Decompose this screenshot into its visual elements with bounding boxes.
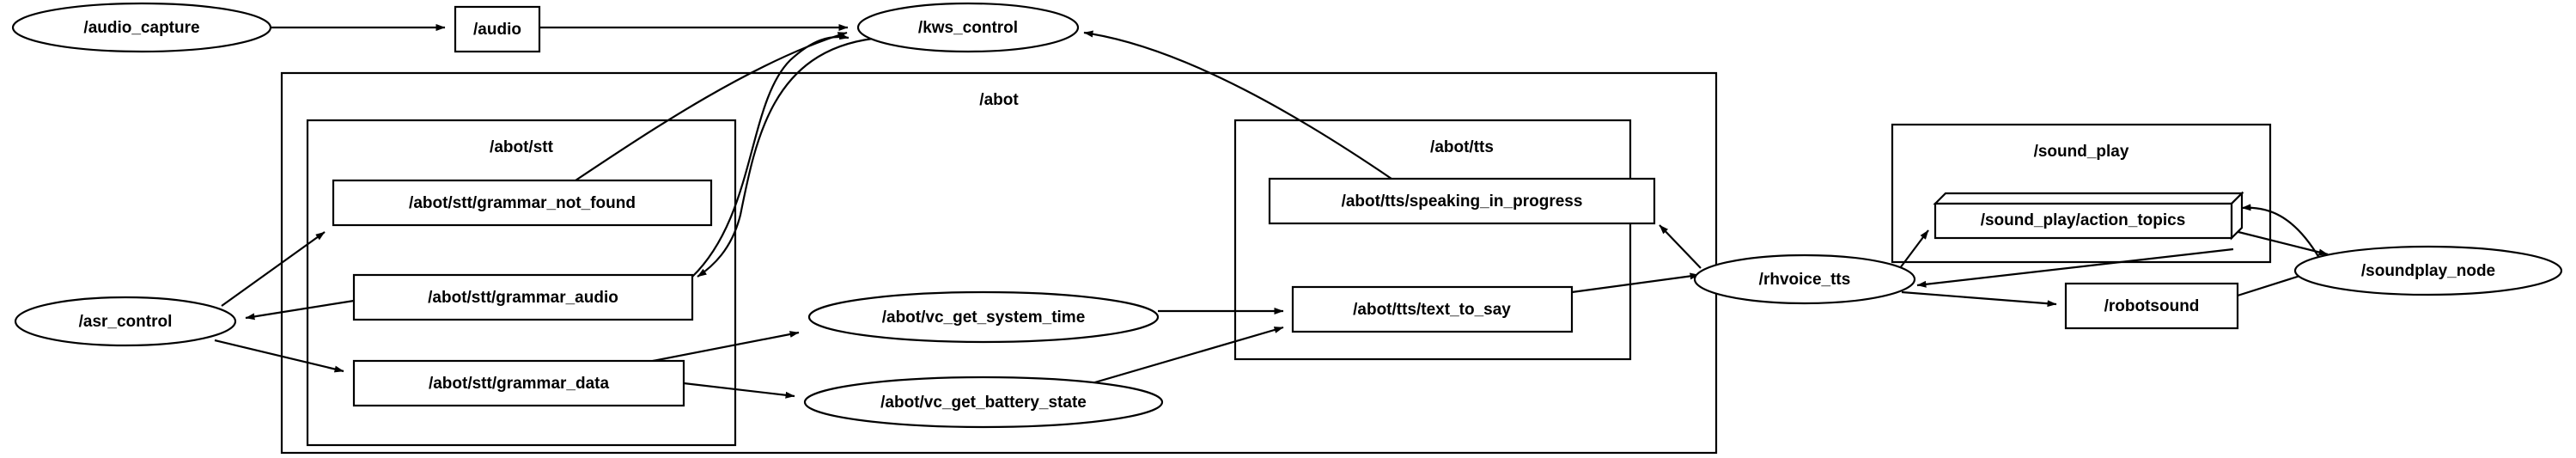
edge-grammar-audio-to-asr-control <box>245 299 355 321</box>
node-grammar-not-found[interactable]: /abot/stt/grammar_not_found <box>332 179 713 227</box>
edge-layer <box>214 24 2329 399</box>
node-vc-get-system-time[interactable]: /abot/vc_get_system_time <box>807 290 1160 344</box>
cluster-sound-play: /sound_play <box>1891 123 2272 264</box>
cluster-abot-stt: /abot/stt <box>306 119 737 447</box>
edge-grammar-data-to-vc-get-battery-state <box>683 382 795 399</box>
node-grammar-data[interactable]: /abot/stt/grammar_data <box>352 359 685 407</box>
node-action-topics[interactable]: /sound_play/action_topics <box>1933 191 2244 241</box>
node-label-audio: /audio <box>473 21 521 39</box>
node-asr-control[interactable]: /asr_control <box>14 296 237 347</box>
edge-rhvoice-tts-to-speaking-in-progress <box>1659 224 1702 269</box>
edge-vc-get-battery-state-to-text-to-say <box>1088 326 1284 386</box>
edge-asr-control-to-grammar-not-found <box>221 231 326 307</box>
node-grammar-audio[interactable]: /abot/stt/grammar_audio <box>352 273 694 321</box>
edge-soundplay-node-to-action-topics <box>2241 204 2320 259</box>
node-speaking-in-progress[interactable]: /abot/tts/speaking_in_progress <box>1268 177 1656 225</box>
cluster-abot-tts: /abot/tts <box>1233 119 1632 361</box>
edge-action-topics-to-soundplay-node <box>2231 229 2329 256</box>
cluster-label-sound-play: /sound_play <box>2034 143 2129 161</box>
edge-action-topics-to-rhvoice-tts <box>1916 247 2234 288</box>
node-label-text-to-say: /abot/tts/text_to_say <box>1353 301 1511 319</box>
node-label-grammar-not-found: /abot/stt/grammar_not_found <box>409 194 636 212</box>
edge-kws-control-to-grammar-audio <box>697 37 874 278</box>
edge-speaking-in-progress-to-kws-control <box>1083 30 1392 180</box>
node-label-grammar-data: /abot/stt/grammar_data <box>429 375 610 393</box>
cluster-label-abot-tts: /abot/tts <box>1430 138 1494 156</box>
edge-rhvoice-tts-to-action-topics <box>1899 229 1929 269</box>
node-audio-capture[interactable]: /audio_capture <box>11 2 272 53</box>
node-label-soundplay-node: /soundplay_node <box>2361 262 2495 280</box>
node-audio[interactable]: /audio <box>454 5 541 53</box>
node-label-vc-get-battery-state: /abot/vc_get_battery_state <box>880 394 1087 412</box>
cluster-label-abot: /abot <box>979 91 1019 109</box>
node-label-vc-get-system-time: /abot/vc_get_system_time <box>882 308 1086 327</box>
node-vc-get-battery-state[interactable]: /abot/vc_get_battery_state <box>803 376 1164 429</box>
node-rhvoice-tts[interactable]: /rhvoice_tts <box>1693 253 1916 305</box>
cluster-label-abot-stt: /abot/stt <box>490 138 554 156</box>
node-kws-control[interactable]: /kws_control <box>856 2 1080 53</box>
node-robotsound[interactable]: /robotsound <box>2064 282 2239 330</box>
edge-grammar-audio-to-kws-control <box>691 33 850 278</box>
node-label-asr-control: /asr_control <box>79 313 173 331</box>
node-text-to-say[interactable]: /abot/tts/text_to_say <box>1291 285 1574 333</box>
node-label-kws-control: /kws_control <box>918 19 1018 37</box>
edge-text-to-say-to-rhvoice-tts <box>1571 272 1700 294</box>
node-label-grammar-audio: /abot/stt/grammar_audio <box>428 289 618 307</box>
edge-asr-control-to-grammar-data <box>214 339 344 373</box>
node-label-rhvoice-tts: /rhvoice_tts <box>1759 271 1851 289</box>
node-label-robotsound: /robotsound <box>2104 297 2200 315</box>
node-soundplay-node[interactable]: /soundplay_node <box>2293 245 2563 296</box>
node-label-audio-capture: /audio_capture <box>83 19 199 37</box>
node-label-speaking-in-progress: /abot/tts/speaking_in_progress <box>1342 192 1583 211</box>
edge-rhvoice-tts-to-robotsound <box>1901 290 2057 308</box>
node-label-action-topics: /sound_play/action_topics <box>1981 211 2186 229</box>
edge-grammar-data-to-vc-get-system-time <box>652 331 800 363</box>
